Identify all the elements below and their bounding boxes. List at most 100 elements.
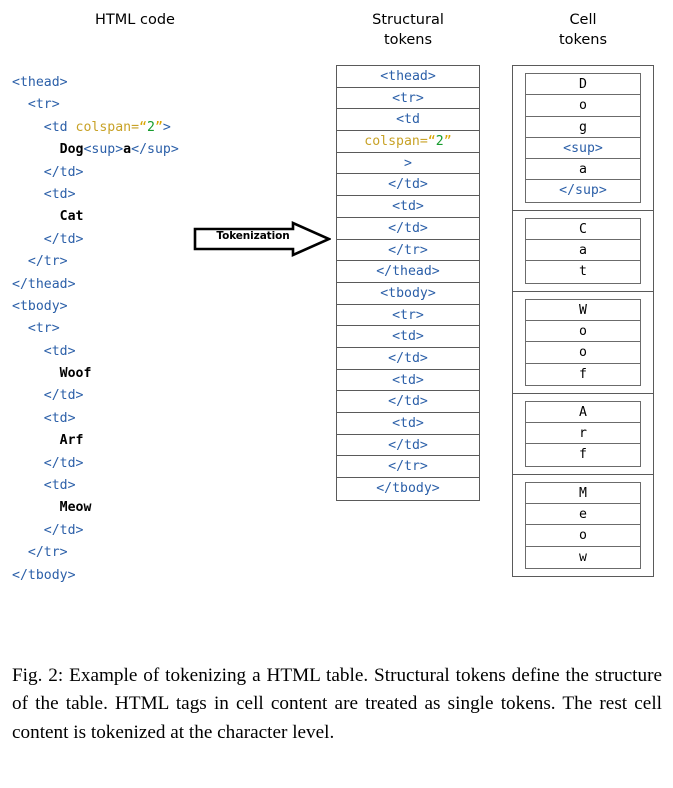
structural-token-row: <td> (337, 413, 479, 435)
code-token-tag: </td> (43, 164, 84, 180)
code-token-tag: <td> (43, 186, 76, 202)
cell-token-row-char: D (526, 74, 640, 96)
code-token-tag: <thead> (12, 75, 68, 90)
structural-token-row: </td> (337, 218, 479, 240)
code-indent (12, 456, 44, 471)
code-indent (12, 209, 60, 224)
html-code-line: </td> (12, 520, 332, 542)
cell-token-row-char: g (526, 117, 640, 138)
html-code-line: </tr> (12, 542, 332, 564)
structural-token-row: </td> (337, 391, 479, 413)
structural-token-row: </tr> (337, 456, 479, 479)
code-token-tag: <td> (43, 478, 76, 494)
code-token-tag: </td> (43, 455, 84, 471)
code-token-tag: <td> (392, 329, 424, 345)
code-token-txt: Woof (59, 366, 92, 382)
code-token-tag: <tr> (27, 321, 60, 337)
html-code-line: </td> (12, 385, 332, 407)
html-code-line: </td> (12, 229, 332, 251)
code-indent (12, 142, 60, 157)
html-code-line: Cat (12, 206, 332, 228)
tokenization-arrow-label: Tokenization (216, 230, 290, 242)
html-code-line: </td> (12, 162, 332, 184)
code-indent (12, 165, 44, 180)
code-token-num: 2 (435, 134, 444, 150)
code-indent (12, 321, 28, 336)
code-indent (12, 97, 28, 112)
code-indent (12, 366, 60, 381)
html-code-line: Meow (12, 497, 332, 519)
cell-token-row-tag: <sup> (526, 138, 640, 160)
code-indent (12, 120, 44, 135)
cell-token-row-char: o (526, 321, 640, 343)
html-code-line: Dog<sup>a</sup> (12, 139, 332, 161)
cell-token-row-char: f (579, 447, 587, 463)
html-code-line: Arf (12, 430, 332, 452)
structural-token-row: <td (337, 109, 479, 132)
code-token-tag: <tr> (392, 90, 424, 106)
html-code-line: <tbody> (12, 296, 332, 318)
cell-token-row-char: o (526, 342, 640, 364)
html-code-line: <td> (12, 475, 332, 497)
cell-token-row-char: M (526, 483, 640, 505)
code-token-tag: <td> (43, 343, 76, 359)
code-token-tag: <td> (392, 199, 424, 215)
code-token-tag: <td> (43, 410, 76, 426)
column-heading-structural-tokens: Structural tokens (372, 12, 444, 48)
code-token-tag: </td> (388, 437, 428, 453)
structural-token-row: </td> (337, 348, 479, 370)
code-token-txt: Cat (59, 209, 84, 225)
code-token-tag: > (162, 119, 171, 135)
structural-token-row: </td> (337, 174, 479, 197)
code-token-tag: <td (43, 119, 76, 135)
html-code-line: <tr> (12, 94, 332, 116)
code-token-tag: </thead> (12, 276, 76, 292)
html-code-line: </tbody> (12, 565, 332, 587)
cell-token-row-char: a (526, 159, 640, 181)
cell-token-row-char: f (579, 366, 587, 382)
structural-token-row: <tr> (337, 88, 479, 110)
code-token-num: 2 (147, 119, 155, 135)
code-token-tag: </tr> (388, 242, 428, 258)
code-token-tag: </tbody> (12, 567, 76, 583)
html-code-line: </td> (12, 453, 332, 475)
code-indent (12, 388, 44, 403)
html-code-line: <td> (12, 408, 332, 430)
code-token-tag: <td> (392, 372, 424, 388)
code-indent (12, 545, 28, 560)
code-token-attr: colspan= (364, 134, 428, 150)
cell-token-row-char: W (526, 300, 640, 321)
code-token-tag: <td (396, 112, 420, 128)
code-indent (12, 500, 60, 515)
code-token-tag: </thead> (376, 264, 440, 280)
cell-token-row-tag: </sup> (559, 183, 607, 199)
code-token-txt: a (123, 142, 132, 158)
code-token-tag: </td> (43, 522, 84, 538)
html-code-line: <td> (12, 341, 332, 363)
cell-token-row-char: o (526, 95, 640, 117)
structural-token-row: </td> (337, 435, 479, 457)
code-token-quo: ” (154, 119, 163, 135)
structural-token-row: <thead> (337, 66, 479, 88)
code-token-tag: <tr> (392, 307, 424, 323)
cell-token-row-char: C (526, 219, 640, 241)
code-token-tag: </tr> (27, 545, 68, 561)
arrow-shape (193, 221, 331, 257)
structural-token-row: <tbody> (337, 283, 479, 305)
structural-token-row: <td> (337, 196, 479, 218)
html-code-line: Woof (12, 363, 332, 385)
code-token-quo: “ (139, 119, 148, 135)
figure-caption: Fig. 2: Example of tokenizing a HTML tab… (12, 665, 662, 743)
structural-token-row: <td> (337, 326, 479, 348)
code-token-txt: Meow (59, 500, 92, 516)
code-token-tag: </tr> (27, 254, 68, 270)
code-indent (12, 344, 44, 359)
